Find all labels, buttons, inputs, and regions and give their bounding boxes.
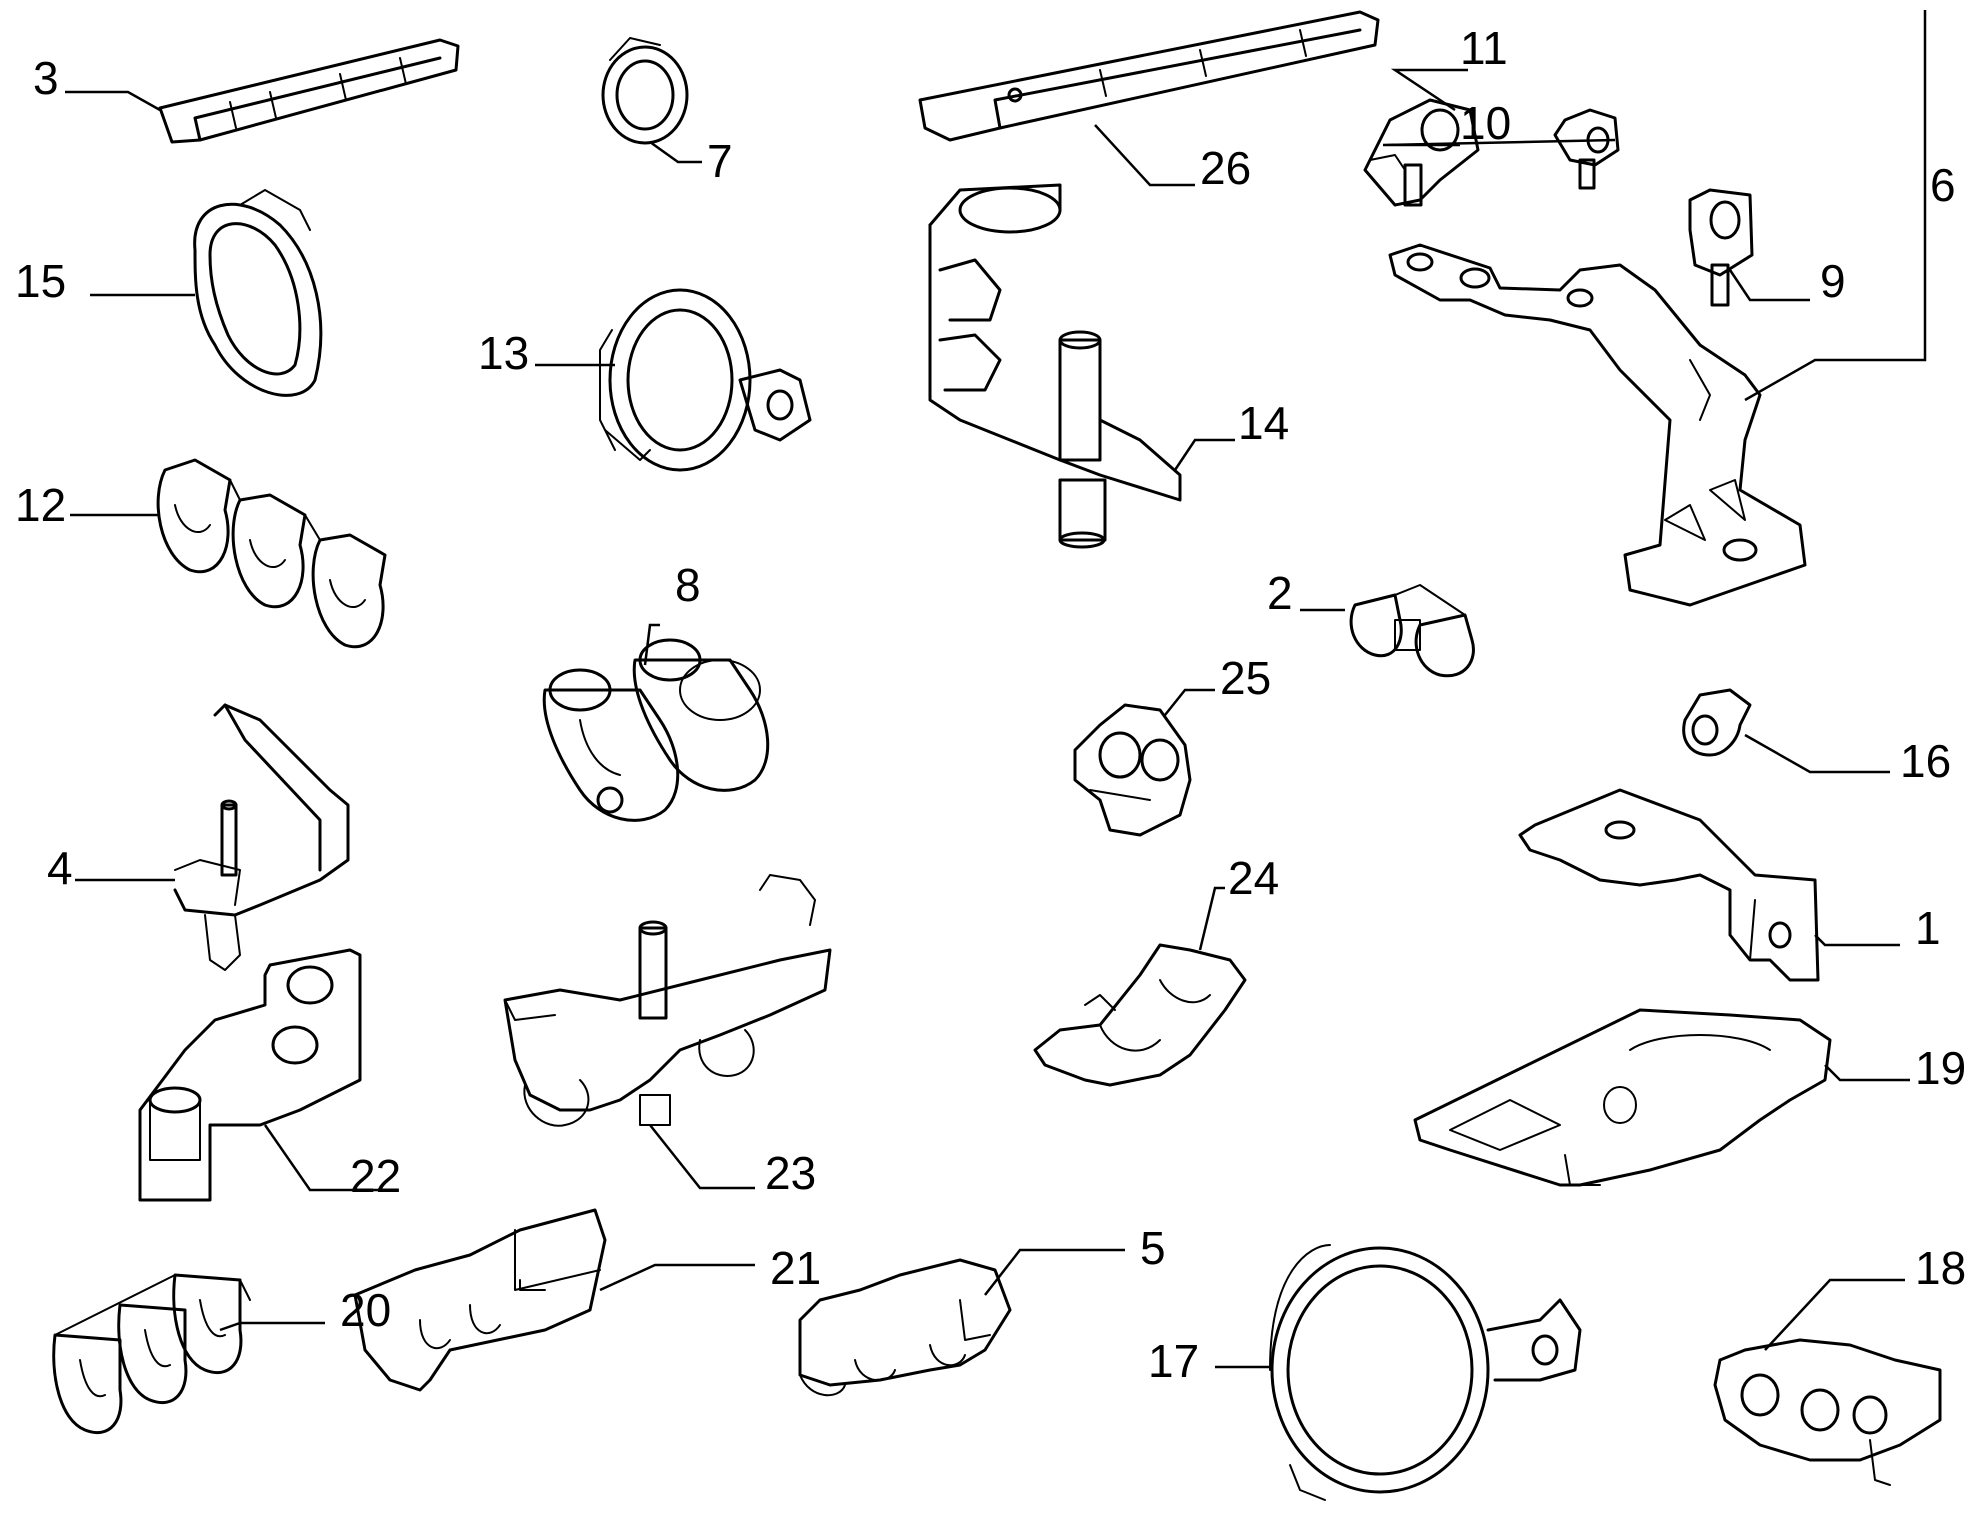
leader-20 bbox=[219, 1321, 325, 1332]
callout-19: 19 bbox=[1915, 1042, 1967, 1094]
leader-23 bbox=[649, 1124, 755, 1190]
part-15-band-clamp bbox=[193, 189, 323, 397]
callout-15: 15 bbox=[15, 255, 67, 307]
callout-24: 24 bbox=[1228, 852, 1280, 904]
callout-10: 10 bbox=[1460, 97, 1512, 149]
leader-14 bbox=[1173, 438, 1235, 471]
part-17-band-clamp bbox=[1269, 1244, 1582, 1501]
leader-3 bbox=[65, 90, 161, 112]
part-4-bracket bbox=[173, 703, 350, 971]
leader-16 bbox=[1744, 733, 1890, 774]
callout-5: 5 bbox=[1140, 1222, 1166, 1274]
part-10-small-clip bbox=[1553, 108, 1620, 190]
leader-9 bbox=[1728, 269, 1810, 302]
callout-26: 26 bbox=[1200, 142, 1252, 194]
leader-26 bbox=[1094, 124, 1195, 187]
part-24-clip bbox=[1033, 943, 1247, 1087]
leader-11 bbox=[1390, 68, 1468, 112]
leader-8 bbox=[643, 623, 660, 666]
part-16-tiny-clip bbox=[1682, 688, 1752, 757]
callout-20: 20 bbox=[340, 1284, 392, 1336]
callout-7: 7 bbox=[707, 135, 733, 187]
part-12-triple-clip bbox=[156, 458, 387, 649]
callout-1: 1 bbox=[1915, 902, 1941, 954]
leader-10 bbox=[1382, 138, 1616, 147]
callout-25: 25 bbox=[1220, 652, 1272, 704]
part-25-clip bbox=[1073, 703, 1192, 837]
leader-lines bbox=[65, 10, 1927, 1369]
leader-22 bbox=[263, 1124, 385, 1192]
part-1-bracket bbox=[1518, 788, 1820, 982]
part-26-rail-clip bbox=[918, 10, 1380, 142]
part-23-multi-clip bbox=[503, 874, 832, 1127]
leader-25 bbox=[1164, 688, 1215, 716]
callout-16: 16 bbox=[1900, 735, 1952, 787]
leader-21 bbox=[599, 1263, 755, 1292]
part-5-multi-clip bbox=[798, 1258, 1012, 1397]
part-11-stud-clip bbox=[1363, 98, 1480, 207]
part-14-multi-clip bbox=[928, 183, 1182, 549]
part-13-clamp bbox=[599, 288, 812, 472]
callout-14: 14 bbox=[1238, 397, 1290, 449]
part-8-double-clip bbox=[542, 638, 770, 822]
callout-17: 17 bbox=[1148, 1335, 1200, 1387]
callout-22: 22 bbox=[350, 1150, 402, 1202]
part-9-stud-clip bbox=[1688, 188, 1754, 307]
callout-2: 2 bbox=[1267, 567, 1293, 619]
part-7-hose-clamp bbox=[601, 37, 689, 145]
callout-12: 12 bbox=[15, 479, 67, 531]
part-19-clip-holder bbox=[1413, 1008, 1832, 1187]
part-18-double-clip bbox=[1713, 1338, 1942, 1486]
callout-21: 21 bbox=[770, 1242, 822, 1294]
leader-7 bbox=[649, 140, 702, 164]
callout-3: 3 bbox=[33, 52, 59, 104]
callout-11: 11 bbox=[1460, 22, 1508, 74]
callout-13: 13 bbox=[478, 327, 530, 379]
leader-5 bbox=[984, 1248, 1125, 1296]
leader-18 bbox=[1764, 1278, 1905, 1351]
leader-24 bbox=[1198, 886, 1225, 951]
callout-4: 4 bbox=[47, 842, 73, 894]
leader-6 bbox=[1744, 10, 1927, 402]
part-22-clip bbox=[138, 948, 362, 1202]
part-6-bracket bbox=[1388, 243, 1807, 607]
leader-19 bbox=[1824, 1064, 1910, 1082]
callout-6: 6 bbox=[1930, 159, 1956, 211]
leader-1 bbox=[1814, 934, 1900, 947]
callout-18: 18 bbox=[1915, 1242, 1967, 1294]
part-21-block-clip bbox=[353, 1208, 607, 1392]
callout-23: 23 bbox=[765, 1147, 817, 1199]
part-20-triple-clip bbox=[52, 1273, 251, 1435]
callout-8: 8 bbox=[675, 559, 701, 611]
part-2-double-clip bbox=[1349, 584, 1475, 678]
part-3-rail-clip bbox=[158, 38, 460, 144]
callout-9: 9 bbox=[1820, 255, 1846, 307]
